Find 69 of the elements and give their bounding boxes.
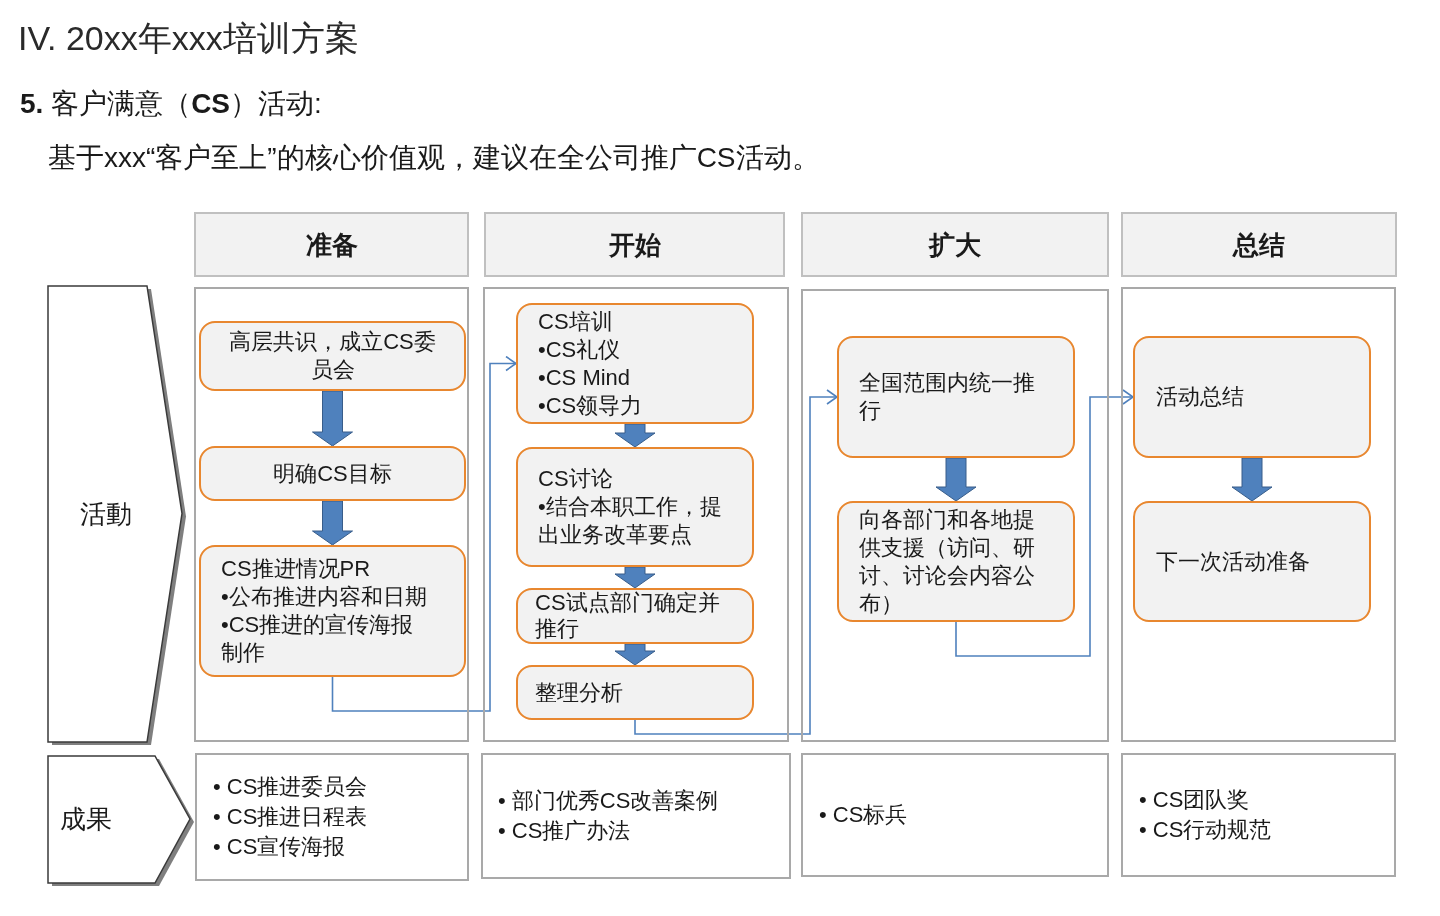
- block-arrow: [312, 500, 353, 546]
- column-panel: [801, 289, 1109, 742]
- box-text: 整理分析: [535, 678, 623, 707]
- box-heading: CS讨论: [538, 465, 613, 493]
- process-box: [837, 336, 1075, 458]
- box-text: 下一次活动准备: [1156, 547, 1310, 576]
- process-box: [199, 545, 466, 677]
- bullet-item: • 部门优秀CS改善案例: [498, 787, 719, 815]
- chevron-shape: [47, 755, 195, 887]
- column-header: [1121, 212, 1397, 277]
- connector-arrow: [634, 389, 838, 735]
- bullet-item: • CS宣传海报: [213, 833, 346, 861]
- header-text: 扩大: [929, 228, 981, 261]
- row-label: 活動: [80, 497, 132, 530]
- connector-arrow: [331, 355, 517, 712]
- bullet-item: • CS推广办法: [498, 817, 631, 845]
- result-box: [195, 753, 469, 881]
- column-header: [194, 212, 469, 277]
- box-text: 明确CS目标: [273, 459, 392, 488]
- block-arrow: [1231, 457, 1273, 502]
- bullet-item: • CS标兵: [819, 801, 908, 829]
- process-box: [516, 665, 754, 720]
- process-box: [837, 501, 1075, 622]
- column-header: [801, 212, 1109, 277]
- bullet-item: • CS推进委员会: [213, 773, 368, 801]
- result-box: [481, 753, 791, 879]
- box-text: CS试点部门确定并推行: [535, 590, 721, 642]
- intro-sentence: 基于xxx“客户至上”的核心价值观，建议在全公司推广CS活动。: [48, 141, 820, 175]
- block-arrow: [614, 423, 656, 448]
- result-box: [801, 753, 1109, 877]
- column-panel: [483, 287, 789, 742]
- box-heading: CS培训: [538, 307, 613, 336]
- bullet-item: •CS礼仪: [538, 335, 621, 364]
- block-arrow: [614, 566, 656, 589]
- process-box: [516, 588, 754, 644]
- section-heading: 5. 客户满意（CS）活动:: [20, 87, 322, 121]
- process-box: [1133, 501, 1371, 622]
- column-panel: [1121, 287, 1396, 742]
- bullet-item: • CS行动规范: [1139, 816, 1272, 844]
- header-text: 总结: [1233, 228, 1285, 261]
- bullet-item: •公布推进内容和日期: [221, 583, 427, 611]
- bullet-item: • CS推进日程表: [213, 803, 368, 831]
- process-box: [199, 321, 466, 391]
- chevron-shape: [47, 285, 187, 746]
- box-text: 高层共识，成立CS委员会: [228, 328, 437, 384]
- column-panel: [194, 287, 469, 742]
- bullet-item: • CS团队奖: [1139, 786, 1250, 814]
- process-box: [516, 447, 754, 567]
- process-box: [1133, 336, 1371, 458]
- bullet-item: •CS推进的宣传海报制作: [221, 611, 415, 667]
- block-arrow: [312, 390, 353, 447]
- column-header: [484, 212, 785, 277]
- row-label: 成果: [60, 803, 112, 835]
- header-text: 开始: [608, 228, 661, 261]
- process-box: [199, 446, 466, 501]
- bullet-item: •CS Mind: [538, 363, 631, 392]
- block-arrow: [614, 643, 656, 666]
- box-text: 向各部门和各地提供支援（访问、研讨、讨论会内容公布）: [859, 505, 1036, 618]
- connector-arrow: [955, 389, 1134, 657]
- box-text: 活动总结: [1156, 383, 1244, 411]
- header-text: 准备: [305, 228, 358, 261]
- block-arrow: [935, 457, 977, 502]
- box-text: 全国范围内统一推行: [859, 369, 1036, 425]
- process-box: [516, 303, 754, 424]
- box-heading: CS推进情况PR: [221, 555, 371, 583]
- page-title: IV. 20xx年xxx培训方案: [18, 18, 359, 59]
- result-box: [1121, 753, 1396, 877]
- bullet-item: •结合本职工作，提出业务改革要点: [538, 493, 723, 549]
- bullet-item: •CS领导力: [538, 391, 643, 420]
